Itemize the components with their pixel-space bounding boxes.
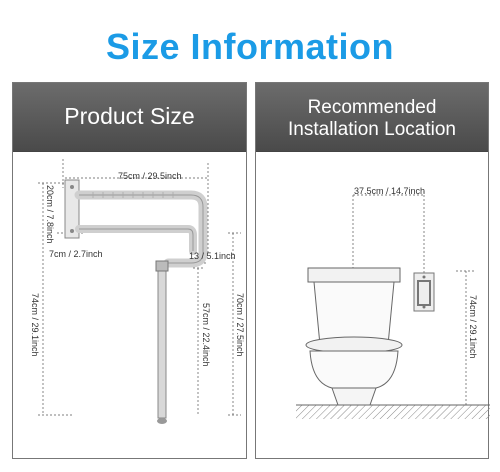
toilet-drawing	[296, 191, 490, 419]
installation-heading-line2: Installation Location	[288, 119, 456, 140]
installation-heading: Recommended Installation Location	[256, 97, 488, 141]
bar-height-label: 13 / 5.1inch	[189, 251, 236, 261]
mount-height-label: 74cm / 29.1inch	[468, 295, 478, 359]
length-label: 75cm / 29.5inch	[118, 171, 182, 181]
plate-height-label: 20cm / 7.8inch	[45, 185, 55, 244]
total-height-label: 74cm / 29.1inch	[30, 293, 40, 357]
offset-label: 37.5cm / 14.7inch	[354, 186, 426, 196]
installation-header: Recommended Installation Location	[256, 83, 488, 152]
installation-panel: Recommended Installation Location	[255, 82, 490, 459]
product-size-heading: Product Size	[64, 103, 195, 129]
product-size-header: Product Size	[13, 83, 246, 152]
spacing-label: 7cm / 2.7inch	[49, 249, 103, 259]
grab-bar-drawing	[38, 159, 241, 424]
product-size-panel: Product Size	[12, 82, 247, 459]
overall-height-label: 70cm / 27.5inch	[235, 293, 245, 357]
page-title: Size Information	[105, 26, 395, 67]
leg-height-label: 57cm / 22.4inch	[201, 303, 211, 367]
installation-heading-line1: Recommended	[307, 97, 437, 118]
